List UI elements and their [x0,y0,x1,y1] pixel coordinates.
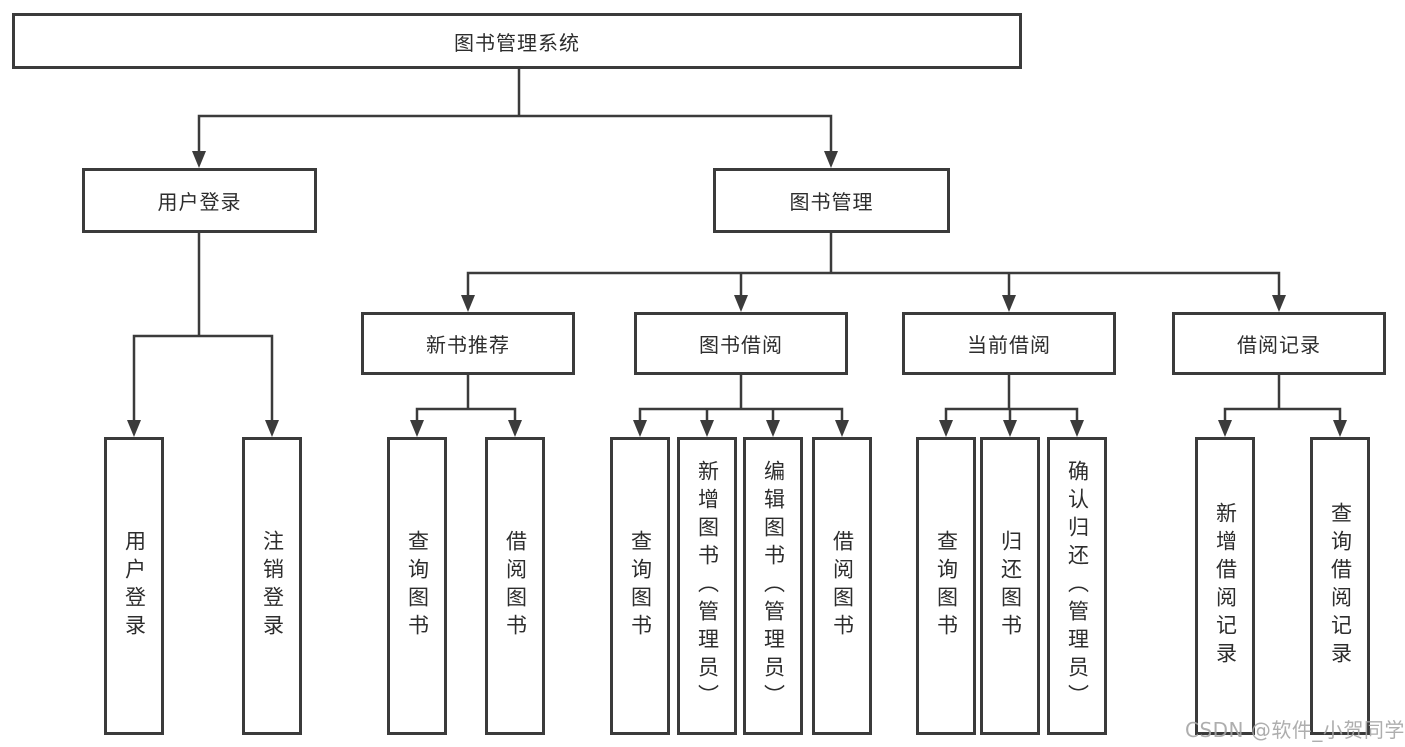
leaf-borrow-books-recommend-label: 借阅图书 [503,530,528,642]
leaf-add-borrow-record-label: 新增借阅记录 [1213,502,1238,670]
leaf-query-books-recommend-label: 查询图书 [405,530,430,642]
node-current-borrow-label: 当前借阅 [967,333,1051,357]
watermark: CSDN @软件_小贺同学 [1185,718,1405,742]
leaf-add-borrow-record: 新增借阅记录 [1195,437,1255,735]
leaf-logout-label: 注销登录 [260,530,285,642]
leaf-user-login: 用户登录 [104,437,164,735]
node-book-management: 图书管理 [713,168,950,233]
connector-user-login-children [127,233,279,437]
node-new-book-recommend-label: 新书推荐 [426,333,510,357]
node-user-login-label: 用户登录 [157,190,242,214]
node-library-system-label: 图书管理系统 [454,30,580,55]
connector-level3-stems [466,375,1281,409]
leaf-query-books-borrow: 查询图书 [610,437,670,735]
connector-new-book-children [410,407,522,437]
connector-book-management-to-level3 [461,233,1286,312]
leaf-add-books-admin-label: 新增图书（管理员） [695,460,720,712]
leaf-edit-books-admin: 编辑图书（管理员） [743,437,803,735]
leaf-confirm-return-admin-label: 确认归还（管理员） [1065,460,1090,712]
connector-root-to-level2 [192,69,838,168]
leaf-borrow-books: 借阅图书 [812,437,872,735]
leaf-query-books-current: 查询图书 [916,437,976,735]
leaf-logout: 注销登录 [242,437,302,735]
connector-borrow-records-children [1218,407,1347,437]
node-borrow-records: 借阅记录 [1172,312,1386,375]
node-book-borrow-label: 图书借阅 [699,333,783,357]
leaf-query-borrow-record: 查询借阅记录 [1310,437,1370,735]
node-book-borrow: 图书借阅 [634,312,848,375]
leaf-borrow-books-label: 借阅图书 [830,530,855,642]
leaf-return-books: 归还图书 [980,437,1040,735]
leaf-user-login-label: 用户登录 [122,530,147,642]
node-borrow-records-label: 借阅记录 [1237,333,1321,357]
leaf-query-books-recommend: 查询图书 [387,437,447,735]
connector-book-borrow-children [633,407,849,437]
leaf-query-books-borrow-label: 查询图书 [628,530,653,642]
node-library-system: 图书管理系统 [12,13,1022,69]
leaf-edit-books-admin-label: 编辑图书（管理员） [761,460,786,712]
leaf-borrow-books-recommend: 借阅图书 [485,437,545,735]
leaf-confirm-return-admin: 确认归还（管理员） [1047,437,1107,735]
leaf-add-books-admin: 新增图书（管理员） [677,437,737,735]
node-new-book-recommend: 新书推荐 [361,312,575,375]
node-book-management-label: 图书管理 [789,190,874,214]
node-current-borrow: 当前借阅 [902,312,1116,375]
leaf-query-borrow-record-label: 查询借阅记录 [1328,502,1353,670]
leaf-query-books-current-label: 查询图书 [934,530,959,642]
connector-current-borrow-children [939,407,1084,437]
leaf-return-books-label: 归还图书 [998,530,1023,642]
node-user-login: 用户登录 [82,168,317,233]
